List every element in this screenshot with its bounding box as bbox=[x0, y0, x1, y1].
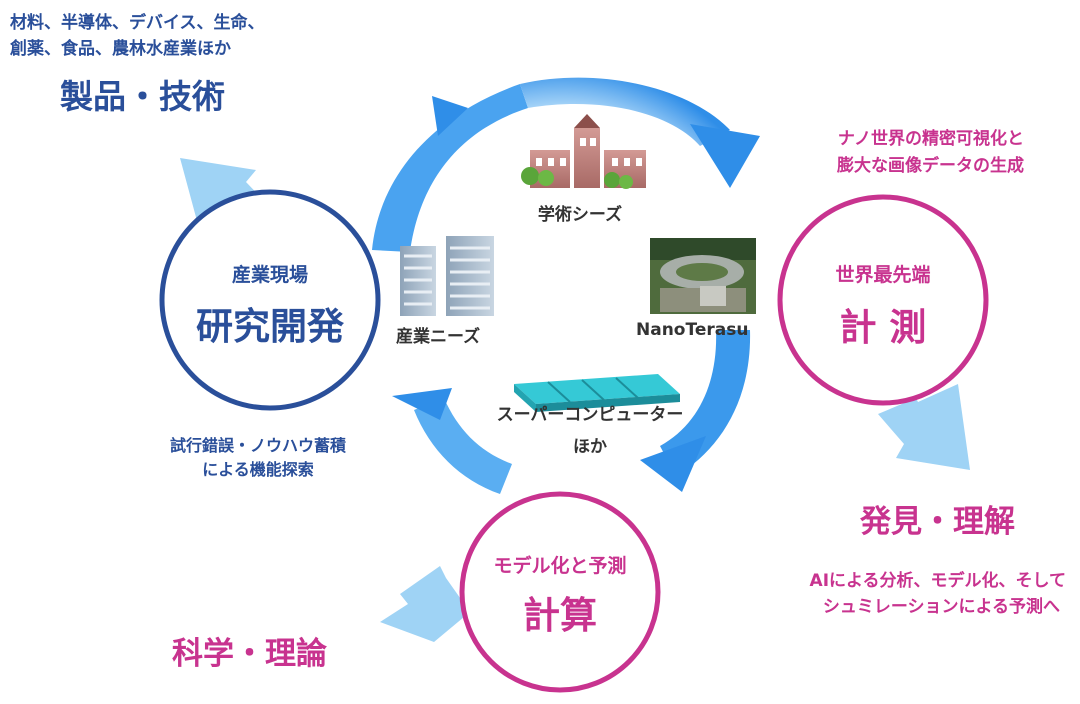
industry-needs-label: 産業ニーズ bbox=[396, 327, 481, 347]
measurement-description-line-1: ナノ世界の精密可視化と bbox=[837, 129, 1024, 149]
research-description-line-2: による機能探索 bbox=[202, 460, 314, 479]
computation-node-caption: モデル化と予測 bbox=[493, 555, 627, 577]
node-research-circle bbox=[159, 189, 381, 411]
measurement-node-caption: 世界最先端 bbox=[835, 264, 931, 286]
cycle-arrow-right bbox=[640, 330, 751, 492]
computation-description-line-2: シュミレーションによる予測へ bbox=[822, 597, 1060, 617]
nanoterasu-facility-photo bbox=[650, 238, 756, 314]
output-arrow-science bbox=[380, 566, 470, 642]
node-measurement-circle bbox=[777, 194, 989, 406]
industry-buildings-icon bbox=[400, 236, 494, 316]
products-technology-heading: 製品・技術 bbox=[60, 77, 225, 116]
research-node-title: 研究開発 bbox=[196, 305, 344, 348]
measurement-node-title: 計 測 bbox=[839, 306, 927, 349]
science-theory-heading: 科学・理論 bbox=[172, 636, 327, 672]
output-arrow-discovery bbox=[878, 384, 970, 470]
supercomputer-label-line-1: スーパーコンピューター bbox=[496, 405, 684, 425]
cycle-arrow-bottom bbox=[392, 388, 512, 494]
node-computation-circle bbox=[459, 491, 661, 693]
nanoterasu-label: NanoTerasu bbox=[636, 320, 749, 340]
supercomputer-label-line-2: ほか bbox=[573, 437, 607, 457]
university-building-icon bbox=[521, 114, 646, 189]
supercomputer-icon bbox=[514, 374, 680, 412]
computation-description-line-1: AIによる分析、モデル化、そして bbox=[809, 571, 1066, 591]
measurement-description-line-2: 膨大な画像データの生成 bbox=[837, 156, 1024, 176]
discovery-understanding-heading: 発見・理解 bbox=[860, 504, 1015, 540]
application-fields-line-1: 材料、半導体、デバイス、生命、 bbox=[10, 13, 265, 33]
research-node-caption: 産業現場 bbox=[231, 264, 308, 286]
academic-seeds-label: 学術シーズ bbox=[537, 205, 623, 225]
application-fields-line-2: 創薬、食品、農林水産業ほか bbox=[10, 39, 231, 59]
computation-node-title: 計算 bbox=[523, 594, 597, 637]
research-description-line-1: 試行錯誤・ノウハウ蓄積 bbox=[169, 436, 346, 455]
cycle-arrow-top bbox=[372, 77, 760, 252]
